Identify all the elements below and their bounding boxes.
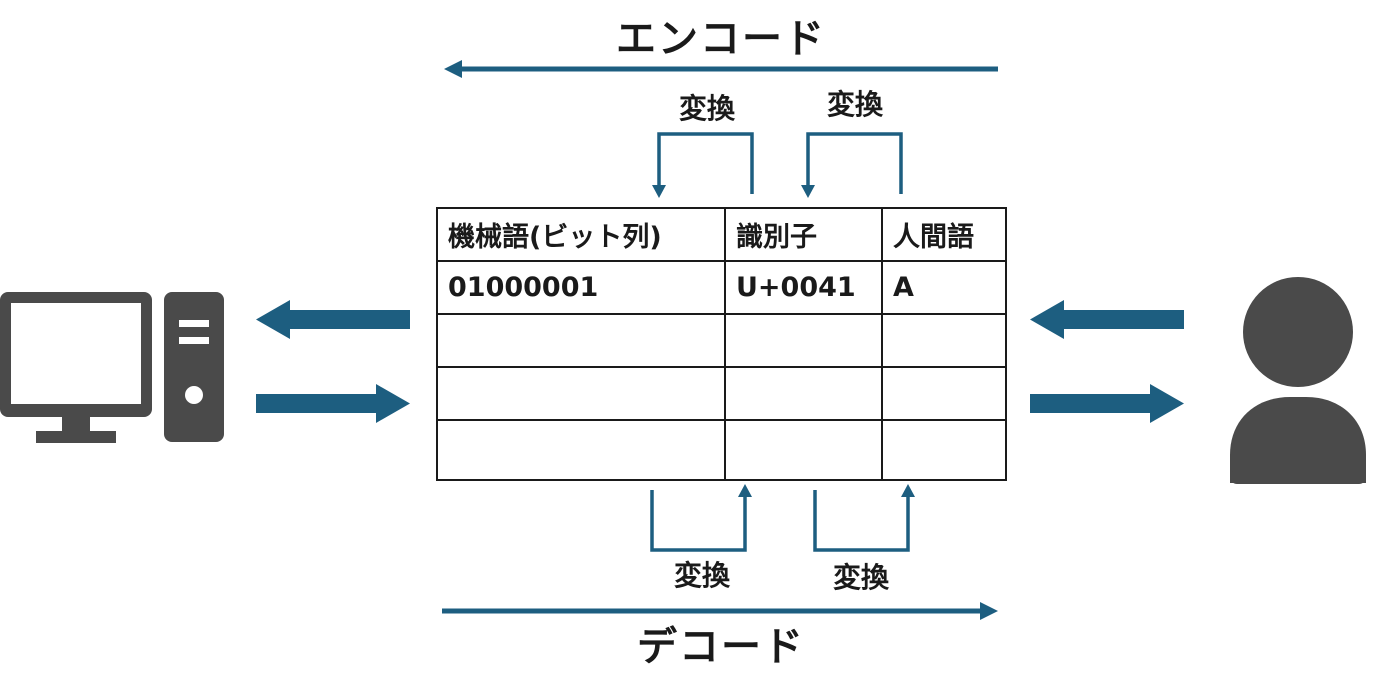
convert-label-top-left: 変換 bbox=[678, 92, 736, 125]
arrow-from-computer bbox=[256, 384, 410, 423]
convert-loop-bottom-left bbox=[650, 484, 752, 552]
cell-human-language bbox=[881, 313, 1007, 368]
user-icon bbox=[1230, 277, 1366, 484]
arrow-to-computer bbox=[256, 300, 410, 339]
cell-machine-language bbox=[436, 313, 726, 368]
decode-label: デコード bbox=[637, 624, 805, 670]
table-row bbox=[436, 419, 1007, 481]
table-header-row: 機械語(ビット列) 識別子 人間語 bbox=[436, 207, 1007, 262]
header-identifier: 識別子 bbox=[724, 207, 883, 262]
convert-loop-top-right bbox=[801, 132, 903, 198]
cell-machine-language bbox=[436, 366, 726, 421]
table-row bbox=[436, 366, 1007, 421]
header-human-language: 人間語 bbox=[881, 207, 1007, 262]
header-machine-language: 機械語(ビット列) bbox=[436, 207, 726, 262]
encode-label: エンコード bbox=[616, 16, 826, 62]
convert-loop-top-left bbox=[652, 132, 754, 198]
convert-loop-bottom-right bbox=[813, 484, 915, 552]
cell-human-language bbox=[881, 366, 1007, 421]
arrow-to-table-from-person bbox=[1030, 300, 1184, 339]
decode-arrow bbox=[442, 602, 998, 620]
encode-arrow bbox=[444, 60, 998, 78]
cell-identifier bbox=[724, 313, 883, 368]
code-table: 機械語(ビット列) 識別子 人間語 01000001 U+0041 A bbox=[436, 207, 1007, 481]
cell-human-language: A bbox=[881, 260, 1007, 315]
desktop-computer-icon bbox=[0, 292, 224, 443]
table-row bbox=[436, 313, 1007, 368]
convert-label-top-right: 変換 bbox=[826, 88, 884, 121]
cell-human-language bbox=[881, 419, 1007, 481]
convert-label-bottom-left: 変換 bbox=[673, 559, 731, 592]
cell-identifier bbox=[724, 419, 883, 481]
cell-machine-language bbox=[436, 419, 726, 481]
cell-identifier bbox=[724, 366, 883, 421]
cell-machine-language: 01000001 bbox=[436, 260, 726, 315]
convert-label-bottom-right: 変換 bbox=[832, 561, 890, 594]
cell-identifier: U+0041 bbox=[724, 260, 883, 315]
table-row: 01000001 U+0041 A bbox=[436, 260, 1007, 315]
arrow-to-person bbox=[1030, 384, 1184, 423]
